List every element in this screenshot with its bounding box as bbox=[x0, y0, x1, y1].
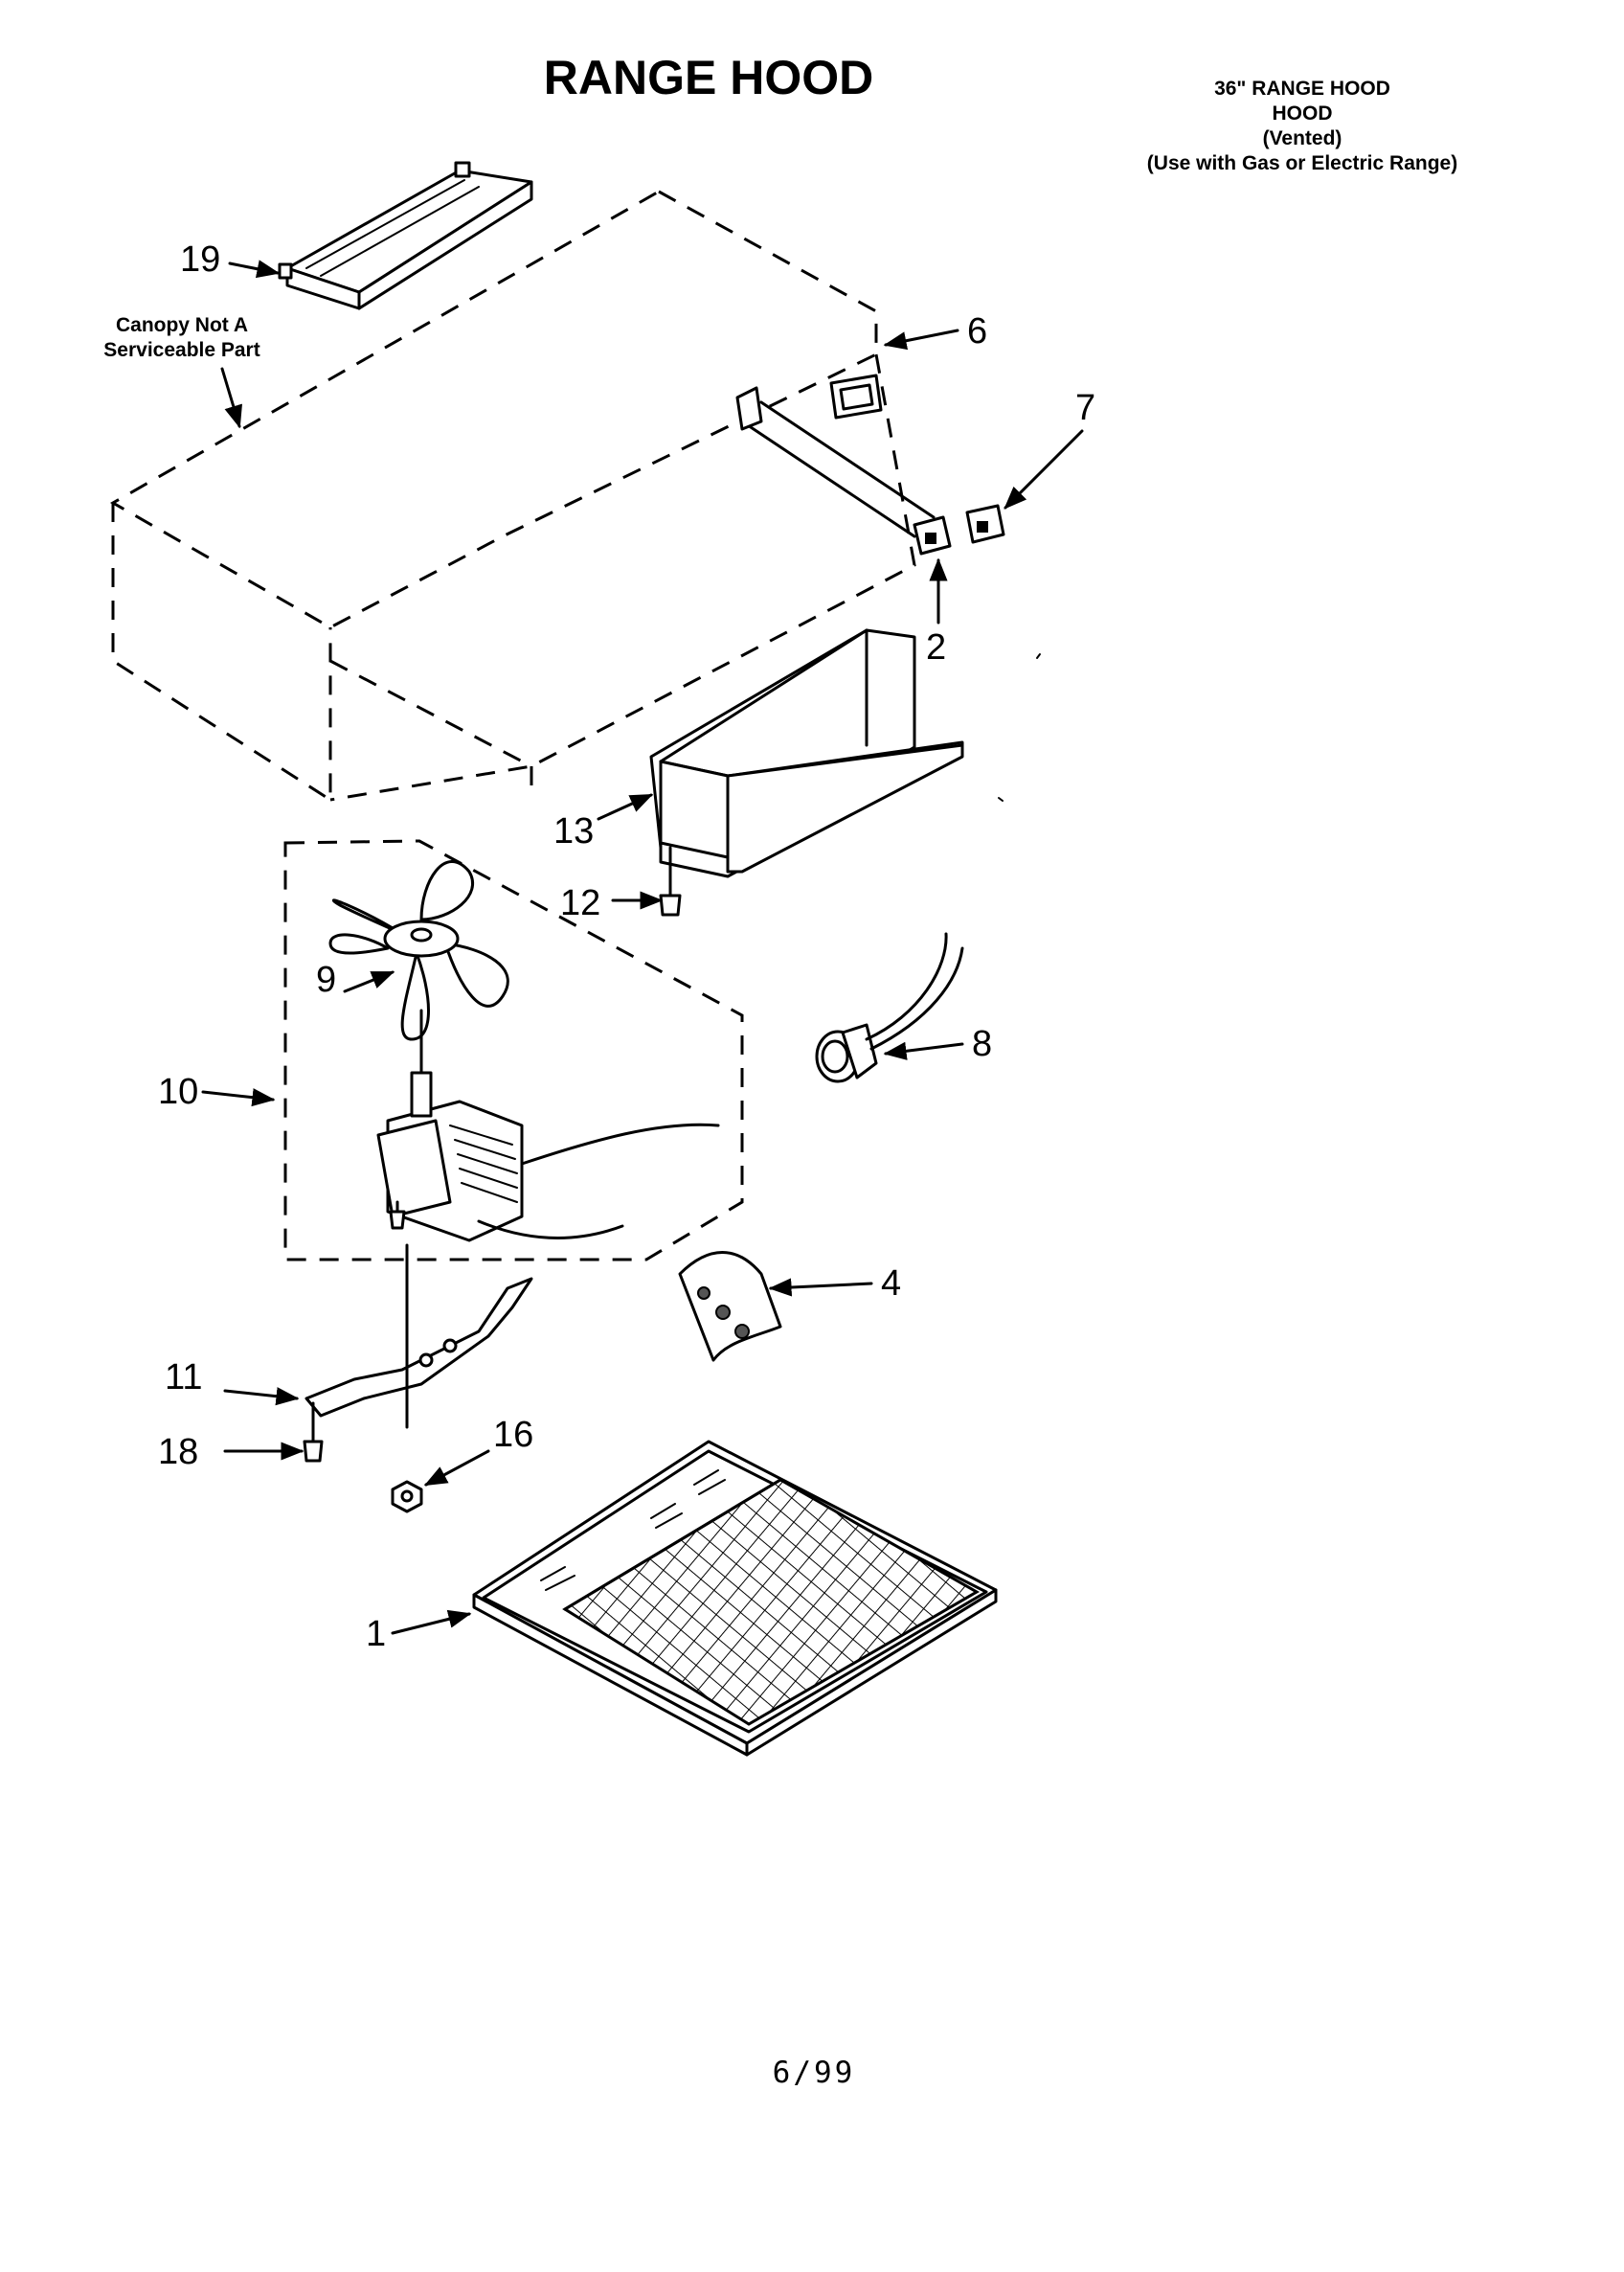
switch-part-7 bbox=[965, 504, 1005, 544]
callout-16: 16 bbox=[493, 1415, 533, 1455]
motor-bracket-part-11 bbox=[304, 1243, 533, 1429]
page-title: RANGE HOOD bbox=[543, 51, 874, 104]
canopy-note-line-2: Serviceable Part bbox=[103, 339, 259, 361]
callout-4: 4 bbox=[881, 1263, 901, 1304]
screw-part-18 bbox=[303, 1401, 324, 1463]
stray-mark bbox=[1036, 653, 1041, 659]
callout-10: 10 bbox=[158, 1072, 198, 1112]
callout-2: 2 bbox=[926, 627, 946, 668]
canopy-note-line-1: Canopy Not A bbox=[116, 314, 248, 336]
callout-6: 6 bbox=[967, 311, 987, 352]
callout-18: 18 bbox=[158, 1432, 198, 1472]
switch-part-2 bbox=[913, 515, 952, 556]
mounting-bracket-part-4 bbox=[678, 1251, 782, 1362]
subtitle-line-3: (Vented) bbox=[1262, 127, 1342, 149]
subtitle-line-1: 36" RANGE HOOD bbox=[1214, 78, 1390, 100]
motor-assembly-box-part-10 bbox=[283, 839, 744, 1261]
stray-mark bbox=[998, 797, 1004, 802]
grease-filter-part-1 bbox=[472, 1440, 998, 1757]
screw-part-12 bbox=[659, 846, 682, 917]
model-description: 36" RANGE HOOD HOOD (Vented) (Use with G… bbox=[1092, 77, 1513, 176]
canopy-outline bbox=[109, 190, 916, 803]
leader-arrows bbox=[201, 260, 1084, 1635]
callout-19: 19 bbox=[180, 239, 220, 280]
callout-13: 13 bbox=[553, 811, 594, 852]
callout-11: 11 bbox=[165, 1357, 202, 1397]
switch-plate-part-6 bbox=[829, 374, 883, 420]
callout-12: 12 bbox=[560, 883, 600, 923]
fan-motor bbox=[376, 1071, 720, 1242]
fan-blade-part-9 bbox=[328, 860, 509, 1079]
callout-8: 8 bbox=[972, 1024, 992, 1064]
callout-9: 9 bbox=[316, 960, 336, 1000]
socket-part-8 bbox=[815, 932, 964, 1083]
light-assembly-part-19 bbox=[278, 161, 533, 310]
page-code: 6/99 bbox=[772, 2056, 856, 2090]
subtitle-line-2: HOOD bbox=[1272, 102, 1333, 125]
nut-part-16 bbox=[391, 1480, 423, 1513]
subtitle-line-4: (Use with Gas or Electric Range) bbox=[1146, 152, 1458, 174]
callout-1: 1 bbox=[366, 1614, 386, 1654]
callout-7: 7 bbox=[1075, 388, 1095, 428]
damper-part-13 bbox=[649, 628, 964, 878]
switch-bracket-assembly bbox=[735, 386, 936, 538]
